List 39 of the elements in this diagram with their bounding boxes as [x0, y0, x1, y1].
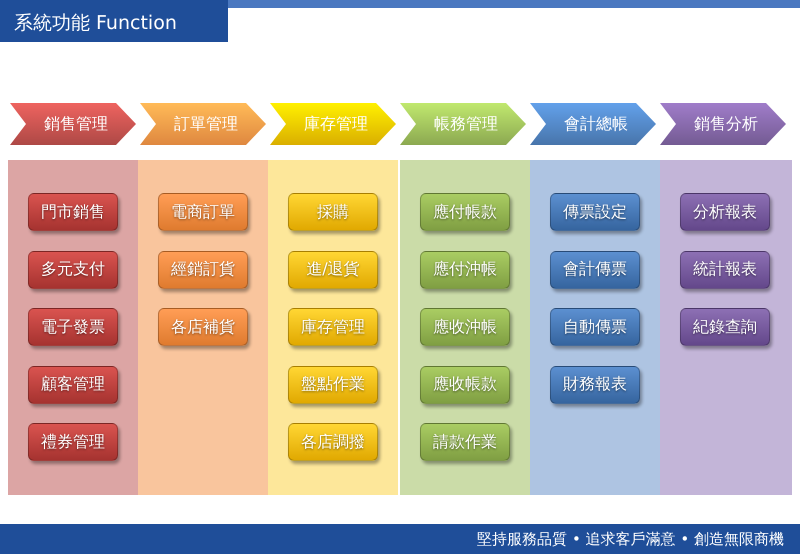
function-button: 請款作業	[420, 423, 510, 461]
function-button: 多元支付	[28, 250, 118, 288]
function-button: 會計傳票	[550, 250, 640, 288]
stage-header: 帳務管理	[400, 103, 526, 145]
column-band	[268, 160, 398, 495]
footer-slogan: 堅持服務品質 • 追求客戶滿意 • 創造無限商機	[477, 530, 784, 549]
function-button: 盤點作業	[288, 366, 378, 404]
stage-header: 庫存管理	[270, 103, 396, 145]
column-band	[138, 160, 268, 495]
function-button: 經銷訂貨	[158, 250, 248, 288]
stage-header: 訂單管理	[140, 103, 266, 145]
stage-header: 會計總帳	[530, 103, 656, 145]
function-button: 應收帳款	[420, 366, 510, 404]
function-button: 門市銷售	[28, 193, 118, 231]
function-button: 電商訂單	[158, 193, 248, 231]
column-band	[530, 160, 660, 495]
column-band	[8, 160, 138, 495]
function-button: 進/退貨	[288, 250, 378, 288]
function-button: 庫存管理	[288, 308, 378, 346]
column-band	[400, 160, 530, 495]
function-button: 分析報表	[680, 193, 770, 231]
function-button: 各店調撥	[288, 423, 378, 461]
function-button: 財務報表	[550, 366, 640, 404]
function-button: 應付沖帳	[420, 250, 510, 288]
function-button: 統計報表	[680, 250, 770, 288]
function-button: 各店補貨	[158, 308, 248, 346]
function-button: 採購	[288, 193, 378, 231]
function-button: 應收沖帳	[420, 308, 510, 346]
function-button: 傳票設定	[550, 193, 640, 231]
function-button: 顧客管理	[28, 366, 118, 404]
function-button: 自動傳票	[550, 308, 640, 346]
stage-header: 銷售分析	[660, 103, 786, 145]
function-button: 電子發票	[28, 308, 118, 346]
function-button: 應付帳款	[420, 193, 510, 231]
function-button: 禮券管理	[28, 423, 118, 461]
column-band	[660, 160, 792, 495]
function-button: 紀錄查詢	[680, 308, 770, 346]
page-title: 系統功能 Function	[0, 0, 228, 42]
stage-header: 銷售管理	[10, 103, 136, 145]
